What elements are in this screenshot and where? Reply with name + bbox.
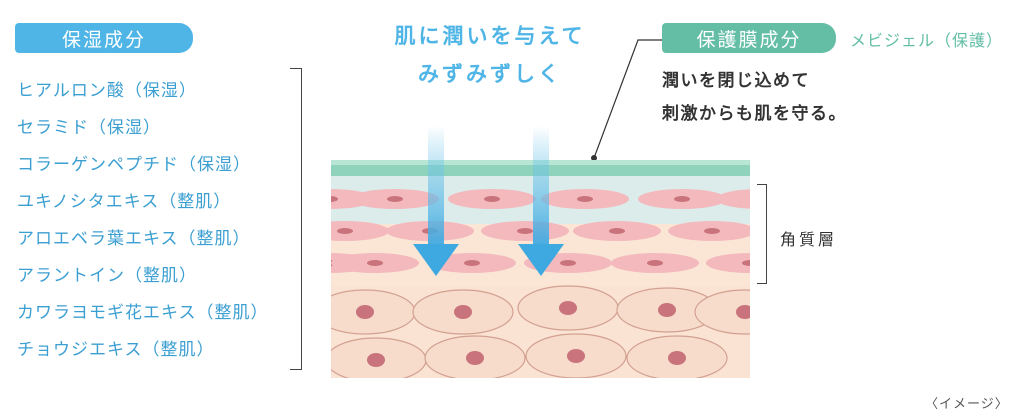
cell-nucleus <box>367 353 385 367</box>
ingredient-item: アラントイン（整肌） <box>17 266 197 286</box>
cell-nucleus <box>668 351 686 365</box>
ingredient-item: アロエベラ葉エキス（整肌） <box>17 229 251 249</box>
cell-nucleus <box>367 260 383 266</box>
protective-description: 潤いを閉じ込めて 刺激からも肌を守る。 <box>662 66 847 132</box>
corneum-cell <box>706 253 750 273</box>
moisture-arrow-right <box>518 126 564 276</box>
cell-nucleus <box>466 351 484 365</box>
moisturizing-ingredients-header: 保湿成分 <box>15 23 193 53</box>
cell-nucleus <box>567 349 585 363</box>
cell-nucleus <box>464 260 480 266</box>
cell-nucleus <box>609 228 625 234</box>
protective-desc-line-1: 潤いを閉じ込めて <box>662 71 810 91</box>
protective-ingredient: メビジェル（保護） <box>850 31 1004 50</box>
stratum-corneum-label: 角質層 <box>780 230 838 249</box>
stratum-corneum-bracket <box>757 184 767 284</box>
protective-film-leader-line <box>593 39 662 159</box>
cell-nucleus <box>674 196 690 202</box>
protective-desc-line-2: 刺激からも肌を守る。 <box>662 104 847 124</box>
cell-nucleus <box>658 303 676 317</box>
cell-nucleus <box>331 196 338 202</box>
ingredient-list-bracket <box>290 68 302 370</box>
corneum-cell <box>331 221 389 241</box>
moisturizing-ingredient-list: ヒアルロン酸（保湿） セラミド（保湿） コラーゲンペプチド（保湿） ユキノシタエ… <box>17 80 269 376</box>
protective-film-header: 保護膜成分 <box>662 23 836 53</box>
headline-line-1: 肌に潤いを与えて <box>394 24 586 48</box>
ingredient-item: ユキノシタエキス（整肌） <box>17 192 232 212</box>
ingredient-item: カワラヨモギ花エキス（整肌） <box>17 303 269 323</box>
corneum-cell <box>716 189 750 209</box>
image-note: 〈イメージ〉 <box>925 397 1009 412</box>
lower-cell <box>694 289 750 335</box>
cell-nucleus <box>356 305 374 319</box>
lower-skin-cells <box>331 285 750 378</box>
cell-nucleus <box>704 228 720 234</box>
cell-nucleus <box>337 228 353 234</box>
cell-nucleus <box>387 196 403 202</box>
cell-nucleus <box>577 196 593 202</box>
moisture-headline: 肌に潤いを与えて みずみずしく <box>360 18 620 94</box>
ingredient-item: コラーゲンペプチド（保湿） <box>17 155 251 175</box>
cell-nucleus <box>560 260 576 266</box>
cell-nucleus <box>559 301 577 315</box>
cell-nucleus <box>484 196 500 202</box>
moisturizing-header-label: 保湿成分 <box>61 28 146 51</box>
leader-line-dot <box>591 155 597 161</box>
cell-nucleus <box>742 260 750 266</box>
ingredient-item: セラミド（保湿） <box>17 118 161 138</box>
ingredient-item: チョウジエキス（整肌） <box>17 340 215 360</box>
protective-header-label: 保護膜成分 <box>696 28 802 51</box>
moisture-arrow-left <box>413 126 459 276</box>
stratum-corneum-cells <box>331 189 750 273</box>
cell-nucleus <box>736 305 750 319</box>
headline-line-2: みずみずしく <box>418 62 562 86</box>
cell-nucleus <box>454 305 472 319</box>
ingredient-item: ヒアルロン酸（保湿） <box>17 81 197 101</box>
cell-nucleus <box>647 260 663 266</box>
cell-nucleus <box>517 228 533 234</box>
